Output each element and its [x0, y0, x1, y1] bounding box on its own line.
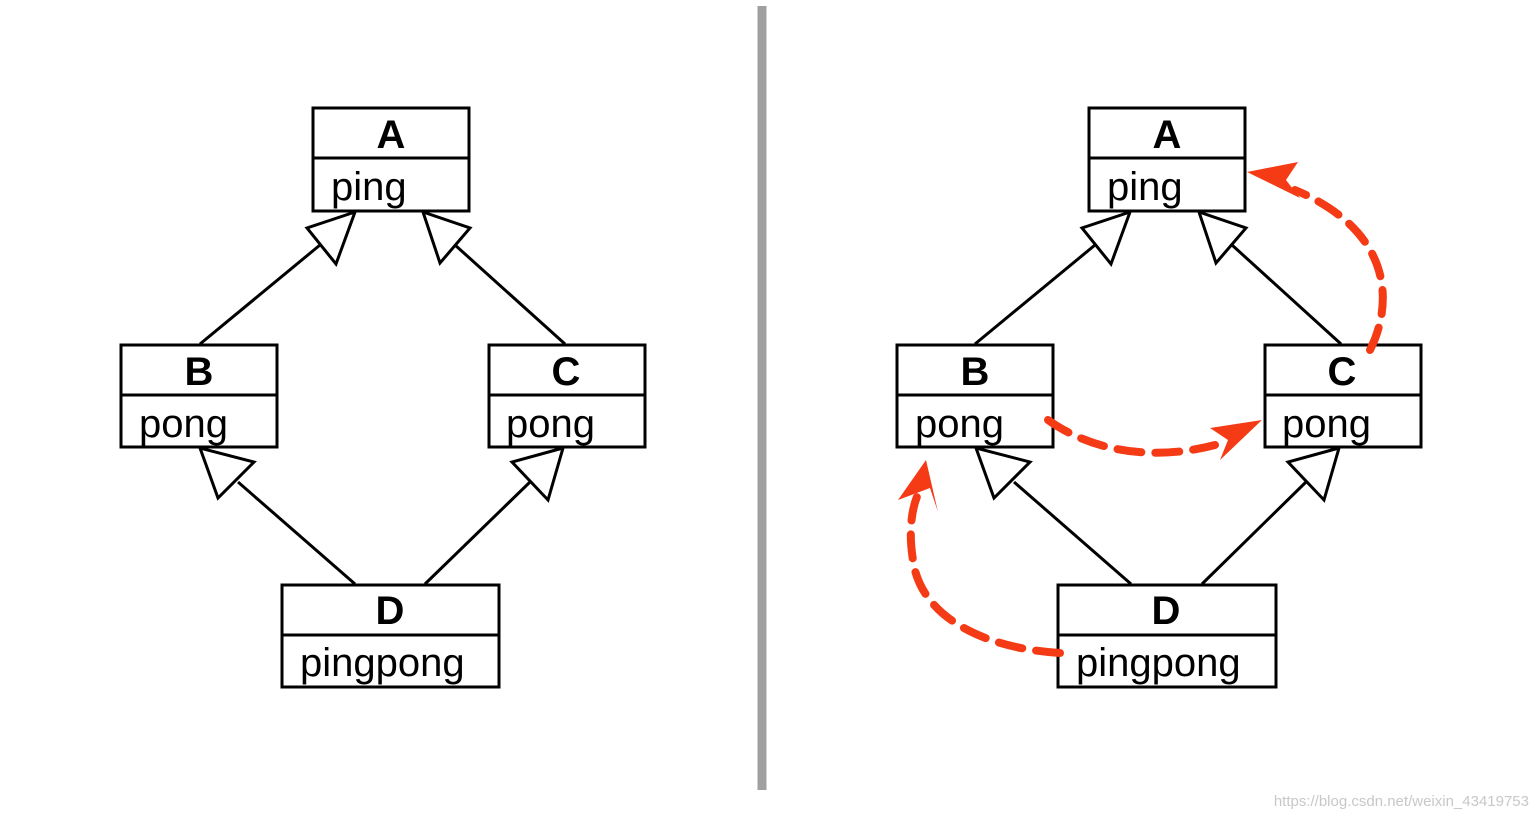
edge-c-to-a: [453, 243, 567, 346]
inheritance-arrowhead: [1079, 209, 1133, 268]
right-inheritance-edges: [973, 209, 1343, 586]
mro-arrowhead-b: [898, 460, 938, 512]
edge-b-to-a: [199, 243, 321, 346]
inheritance-arrowhead: [197, 445, 257, 501]
inheritance-arrowhead: [1285, 445, 1342, 503]
right-panel: A ping B pong C pong D pingpong: [895, 106, 1423, 689]
class-b-name: B: [961, 350, 990, 394]
class-b-member: pong: [915, 402, 1004, 446]
class-b-member: pong: [139, 402, 228, 446]
class-a-name: A: [1153, 113, 1182, 157]
mro-arrows: [898, 162, 1387, 657]
class-c-name: C: [552, 350, 581, 394]
inheritance-arrowhead: [973, 445, 1033, 501]
class-c-box: C pong: [487, 343, 647, 449]
class-c-member: pong: [1282, 402, 1371, 446]
class-c-name: C: [1328, 350, 1357, 394]
class-b-box: B pong: [119, 343, 279, 449]
edge-d-to-c: [423, 480, 532, 586]
class-a-name: A: [377, 113, 406, 157]
class-c-box: C pong: [1263, 343, 1423, 449]
mro-arrow-c-to-a: [1291, 186, 1387, 354]
left-panel: A ping B pong C pong D pingpong: [119, 106, 647, 689]
class-d-member: pingpong: [300, 641, 465, 685]
inheritance-arrowhead: [304, 209, 358, 268]
left-inheritance-edges: [197, 209, 567, 586]
class-d-box: D pingpong: [1056, 583, 1278, 689]
inheritance-arrowhead: [509, 445, 566, 503]
class-b-box: B pong: [895, 343, 1055, 449]
edge-d-to-c: [1200, 480, 1308, 586]
class-a-box: A ping: [311, 106, 471, 213]
mro-arrowhead-c: [1210, 420, 1262, 460]
edge-d-to-b: [237, 480, 356, 586]
edge-c-to-a: [1230, 243, 1343, 346]
class-a-member: ping: [1107, 165, 1183, 209]
class-c-member: pong: [506, 402, 595, 446]
inheritance-arrowhead: [1196, 209, 1249, 266]
class-b-name: B: [185, 350, 214, 394]
class-a-box: A ping: [1087, 106, 1247, 213]
class-d-name: D: [376, 589, 405, 633]
watermark-text: https://blog.csdn.net/weixin_43419753: [1273, 793, 1529, 810]
class-d-name: D: [1152, 589, 1181, 633]
mro-arrow-d-to-b: [906, 486, 1064, 657]
class-d-member: pingpong: [1076, 641, 1241, 685]
edge-b-to-a: [974, 243, 1096, 346]
mro-arrowhead-a: [1247, 162, 1300, 198]
mro-arrow-b-to-c: [1044, 416, 1219, 457]
class-a-member: ping: [331, 165, 407, 209]
edge-d-to-b: [1013, 480, 1132, 586]
class-d-box: D pingpong: [280, 583, 501, 689]
inheritance-arrowhead: [420, 209, 473, 266]
